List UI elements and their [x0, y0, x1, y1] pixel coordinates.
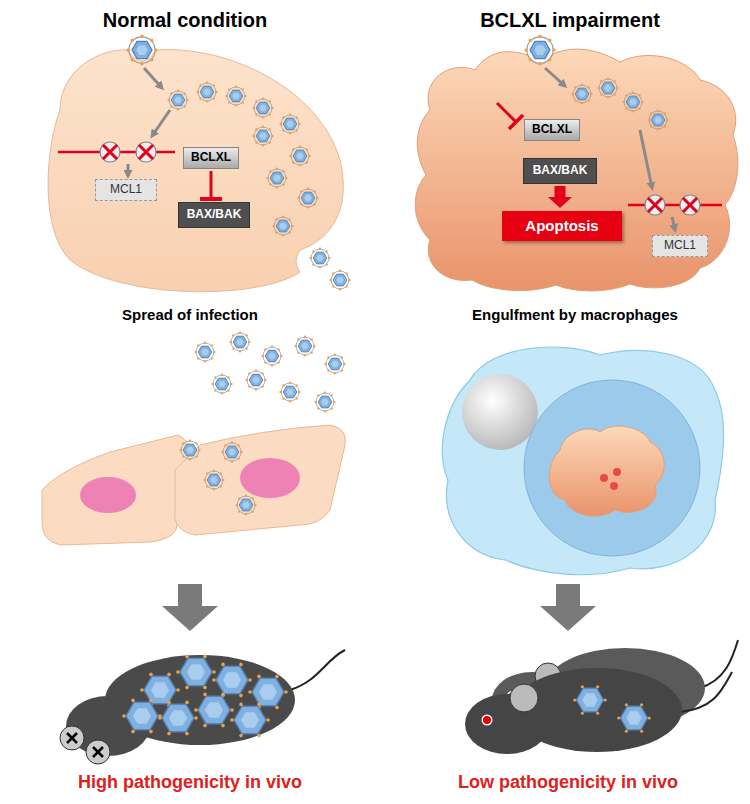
fragment-dot: [610, 482, 618, 490]
virus-particle: [261, 345, 282, 366]
virus-particle: [229, 331, 250, 352]
virus-particle: [211, 373, 232, 394]
virus-particle: [252, 97, 273, 118]
protein-box: BCLXL: [183, 147, 239, 169]
phagosome: [524, 380, 700, 556]
stage-caption: Engulfment by macrophages: [472, 306, 678, 324]
arrowhead: [548, 197, 572, 208]
fragment-dot: [600, 474, 608, 482]
nucleosome: [680, 195, 700, 215]
virus-particle: [324, 353, 345, 374]
entry-arrow: [152, 110, 170, 136]
gene-product-box: MCL1: [95, 179, 157, 201]
virus-particle: [622, 91, 643, 112]
virus-particle: [571, 83, 592, 104]
box-text: BCLXL: [191, 151, 231, 165]
virus-load: [194, 693, 234, 728]
virus-load: [122, 699, 162, 734]
apoptotic-cell: [415, 49, 738, 291]
virus-particle: [203, 469, 224, 490]
engulfed-apoptotic-cell: [549, 426, 664, 516]
virus-particle: [279, 113, 300, 134]
virus-load: [158, 701, 198, 736]
fragment-dot: [613, 468, 621, 476]
virus-particle: [289, 145, 310, 166]
virus-particle: [252, 125, 273, 146]
dna-strand: [628, 204, 722, 207]
virus-particle: [225, 85, 246, 106]
cell-nucleus: [80, 477, 136, 513]
activation-arrow: [548, 186, 572, 208]
virus-particle: [235, 494, 256, 515]
virus-load: [617, 703, 651, 733]
virus-particle: [647, 109, 668, 130]
cell-nucleus: [240, 458, 300, 498]
entry-arrow: [640, 130, 652, 188]
gene-product-box: MCL1: [652, 235, 708, 257]
virus-particle: [179, 439, 200, 460]
entry-arrow: [545, 68, 565, 86]
outcome-caption: Low pathogenicity in vivo: [458, 772, 678, 794]
box-text: BAX/BAK: [533, 164, 588, 178]
virus-particle: [196, 81, 217, 102]
expression-arrow: [127, 164, 130, 176]
connector-line: [210, 171, 213, 199]
virus-particle: [597, 77, 618, 98]
nucleosome: [100, 142, 120, 162]
outcome-caption: High pathogenicity in vivo: [78, 772, 302, 794]
infected-cell: [48, 50, 343, 292]
virus-particle: [309, 247, 330, 268]
virus-particle: [279, 381, 300, 402]
virus-particle: [194, 341, 215, 362]
virus-load: [176, 655, 216, 690]
phagocytosed-bead: [462, 374, 538, 450]
box-text: BCLXL: [532, 123, 572, 137]
protein-box: BAX/BAK: [523, 158, 597, 184]
mouse-dead: [60, 650, 345, 764]
connector-line: [555, 186, 566, 198]
box-text: BAX/BAK: [187, 208, 242, 222]
nucleosome: [136, 142, 156, 162]
protein-box: BCLXL: [524, 119, 580, 141]
outcome-box: Apoptosis: [502, 211, 622, 241]
nucleosome: [645, 195, 665, 215]
host-cell: [42, 435, 188, 545]
virus-particle: [266, 167, 287, 188]
virus-particle: [272, 215, 293, 236]
stage-caption: Spread of infection: [122, 306, 258, 324]
virus-particle: [297, 187, 318, 208]
virus-particle: [525, 35, 556, 66]
macrophage: [442, 347, 723, 575]
down-arrow: [540, 584, 596, 631]
virus-particle: [245, 369, 266, 390]
virus-load: [573, 685, 607, 715]
expression-arrow: [672, 217, 675, 230]
box-text: MCL1: [110, 183, 142, 197]
host-cell: [175, 425, 346, 535]
inhibitor-symbol: [497, 103, 523, 129]
virus-particle: [221, 441, 242, 462]
box-text: MCL1: [664, 239, 696, 253]
column-heading: Normal condition: [103, 8, 267, 32]
box-text: Apoptosis: [525, 217, 598, 234]
column-heading: BCLXL impairment: [480, 8, 660, 32]
virus-load: [248, 675, 288, 710]
virus-load: [212, 663, 252, 698]
inhibition-bar: [200, 197, 222, 201]
virus-particle: [294, 335, 315, 356]
entry-arrow: [144, 68, 162, 88]
virus-load: [230, 703, 270, 738]
mouse-alive: [465, 668, 732, 754]
virus-particle: [329, 269, 350, 290]
inhibition-connector: [200, 171, 222, 199]
virus-particle: [127, 35, 158, 66]
protein-box: BAX/BAK: [178, 202, 250, 228]
virus-particle: [167, 89, 188, 110]
virus-particle: [314, 391, 335, 412]
down-arrow: [162, 584, 218, 631]
